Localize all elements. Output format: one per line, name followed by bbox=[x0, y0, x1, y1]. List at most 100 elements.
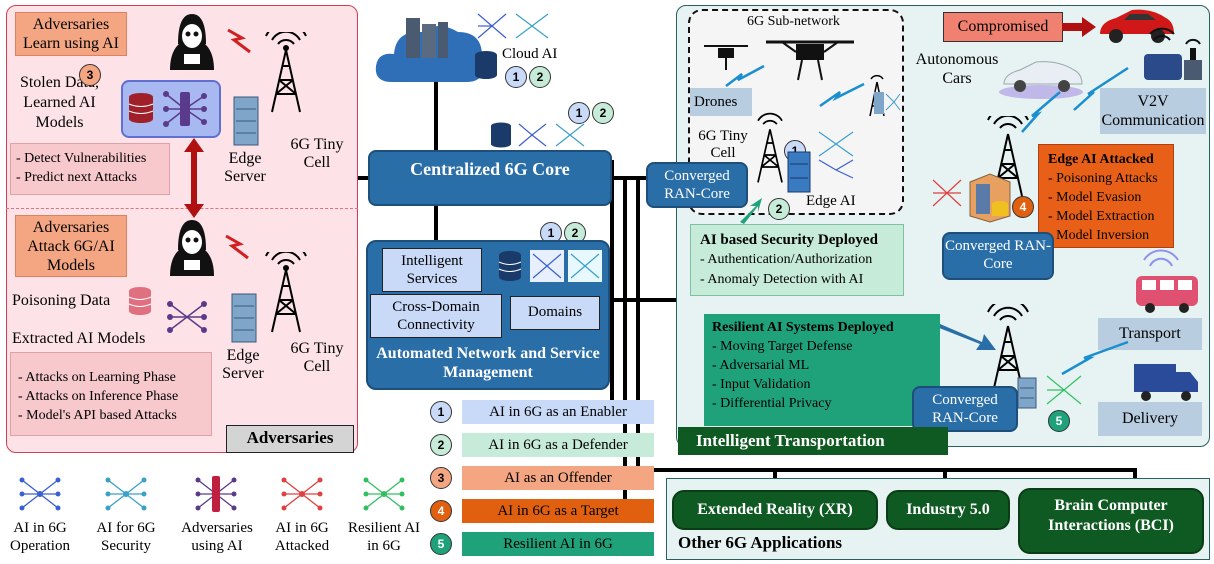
legend-icon-security bbox=[104, 472, 148, 516]
security-item-1: - Authentication/Authorization bbox=[700, 252, 873, 267]
legend-num-3: 3 bbox=[430, 467, 452, 489]
resilient-box bbox=[704, 314, 940, 426]
adversaries-title: Adversaries bbox=[226, 425, 354, 453]
resilient-server-icon bbox=[1016, 376, 1038, 410]
server-icon bbox=[232, 95, 260, 147]
adversaries-learn-label: Adversaries Learn using AI bbox=[15, 12, 127, 56]
security-box bbox=[690, 224, 904, 296]
resilient-item-2: - Adversarial ML bbox=[712, 358, 810, 373]
autonomous-cars-label: Autonomous Cars bbox=[915, 51, 999, 88]
transport-label-box: Transport bbox=[1098, 318, 1202, 350]
role-badge-3: 3 bbox=[79, 64, 101, 86]
cross-domain-box: Cross-Domain Connectivity bbox=[370, 294, 502, 338]
subnet-tiny-cell-label: 6G Tiny Cell bbox=[698, 128, 748, 162]
mgmt-title: Automated Network and Service Management bbox=[376, 345, 600, 382]
subnet-ai-icon bbox=[816, 126, 856, 180]
legend-label-operation: AI in 6G Operation bbox=[10, 520, 70, 554]
poison-database-icon bbox=[128, 286, 152, 316]
legend-label-resilient: Resilient AI in 6G bbox=[347, 520, 421, 554]
lightning-icon bbox=[226, 26, 252, 56]
attacked-ai-icon bbox=[930, 176, 964, 210]
legend-label-adversary: Adversaries using AI bbox=[181, 520, 253, 554]
autonomous-car-icon bbox=[996, 52, 1086, 100]
role-badge-4: 4 bbox=[1012, 196, 1034, 218]
signal-bolt-1 bbox=[724, 64, 766, 88]
legend-icon-resilient bbox=[362, 472, 406, 516]
signal-bolt-2 bbox=[818, 82, 866, 108]
traffic-icon bbox=[1140, 20, 1206, 86]
adversary-ai-icon bbox=[162, 86, 208, 132]
server-icon-2 bbox=[230, 292, 258, 344]
security-title: AI based Security Deployed bbox=[700, 232, 878, 248]
adversaries-attack-label: Adversaries Attack 6G/AI Models bbox=[15, 215, 127, 277]
drones-label-box: Drones bbox=[690, 88, 752, 116]
bus-icon bbox=[1128, 248, 1204, 316]
cloud-database-icon bbox=[474, 50, 498, 80]
v2v-signal bbox=[1070, 64, 1132, 114]
extracted-ai-icon bbox=[166, 296, 208, 338]
mgmt-ai-icon-1 bbox=[530, 250, 564, 282]
transport-tower-icon-1 bbox=[980, 106, 1036, 198]
compromised-label: Compromised bbox=[943, 12, 1063, 42]
legend-num-5: 5 bbox=[430, 533, 452, 555]
cloud-icon bbox=[372, 18, 492, 88]
transport-converged-box-1: Converged RAN-Core bbox=[942, 232, 1054, 280]
legend-enabler: AI in 6G as an Enabler bbox=[462, 400, 654, 424]
bci-box: Brain Computer Interactions (BCI) bbox=[1018, 488, 1204, 554]
domains-box: Domains bbox=[510, 296, 600, 330]
cloud-ai-label: Cloud AI bbox=[502, 46, 558, 62]
intelligent-services-box: Intelligent Services bbox=[382, 248, 482, 292]
edge-attacked-title: Edge AI Attacked bbox=[1048, 152, 1154, 167]
edge-attacked-item-3: - Model Extraction bbox=[1048, 209, 1155, 224]
mgmt-ai-icon-2 bbox=[568, 250, 602, 282]
tiny-cell-tower-icon bbox=[258, 22, 314, 114]
centralized-core-box: Centralized 6G Core bbox=[368, 150, 612, 206]
role-badge-1-core: 1 bbox=[568, 102, 590, 124]
resilient-ai-icon bbox=[1044, 372, 1084, 408]
compromised-arrow bbox=[1062, 16, 1096, 38]
security-arrow bbox=[736, 196, 766, 226]
edge-attacked-item-4: - Model Inversion bbox=[1048, 228, 1150, 243]
delivery-truck-icon bbox=[1130, 358, 1200, 402]
poisoning-label: Poisoning Data bbox=[12, 292, 111, 309]
attack-box bbox=[10, 352, 212, 436]
resilient-item-3: - Input Validation bbox=[712, 377, 811, 392]
subnet-converged-box: Converged RAN-Core bbox=[646, 162, 748, 208]
core-database-icon bbox=[490, 122, 512, 148]
attack-item-1: - Attacks on Learning Phase bbox=[18, 370, 176, 385]
subnet-tower-icon bbox=[746, 108, 794, 190]
edge-attacked-box bbox=[1038, 144, 1174, 248]
detect-item-2: - Predict next Attacks bbox=[16, 170, 137, 185]
drone-icon-1 bbox=[702, 40, 750, 74]
legend-icon-adversary bbox=[194, 472, 238, 516]
detect-box bbox=[10, 143, 170, 195]
detect-item-1: - Detect Vulnerabilities bbox=[16, 151, 147, 166]
role-badge-2-subnet: 2 bbox=[768, 198, 790, 220]
legend-num-4: 4 bbox=[430, 500, 452, 522]
learn-attack-arrow bbox=[182, 138, 206, 218]
v2v-signal-2 bbox=[1018, 88, 1064, 134]
legend-offender: AI as an Offender bbox=[462, 466, 654, 490]
core-ai-icon bbox=[516, 120, 588, 150]
subnet-server-icon bbox=[786, 150, 812, 194]
xr-box: Extended Reality (XR) bbox=[672, 490, 878, 530]
hacker-icon bbox=[160, 8, 224, 72]
v2v-label-box: V2V Communication bbox=[1100, 88, 1206, 134]
industry-box: Industry 5.0 bbox=[886, 490, 1010, 530]
mgmt-database-icon bbox=[498, 250, 522, 282]
legend-num-1: 1 bbox=[430, 401, 452, 423]
role-badge-5: 5 bbox=[1048, 410, 1070, 432]
attacked-server-icon bbox=[966, 172, 1014, 224]
transport-converged-box-2: Converged RAN-Core bbox=[912, 386, 1018, 432]
attack-item-2: - Attacks on Inference Phase bbox=[18, 389, 179, 404]
legend-resilient: Resilient AI in 6G bbox=[462, 532, 654, 556]
delivery-label-box: Delivery bbox=[1098, 402, 1202, 436]
hacker-icon-2 bbox=[160, 214, 224, 278]
adversaries-divider bbox=[6, 208, 358, 209]
resilient-title: Resilient AI Systems Deployed bbox=[712, 320, 894, 335]
database-icon bbox=[128, 92, 154, 124]
role-badge-2-core: 2 bbox=[592, 102, 614, 124]
resilient-item-1: - Moving Target Defense bbox=[712, 339, 853, 354]
edge-attacked-item-2: - Model Evasion bbox=[1048, 190, 1142, 205]
delivery-signal bbox=[1060, 340, 1130, 376]
